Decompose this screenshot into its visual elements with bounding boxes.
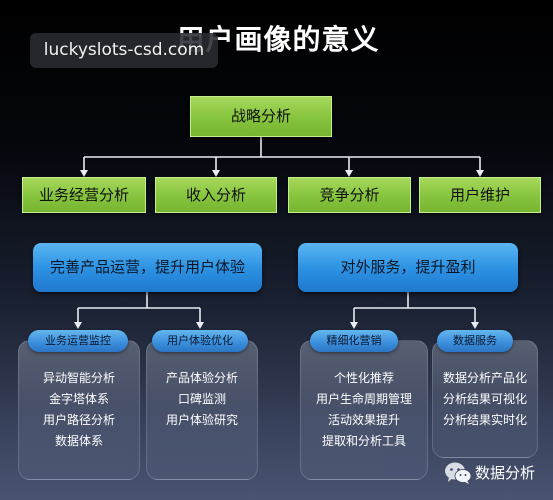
arrowhead <box>345 170 353 177</box>
list-item: 分析结果实时化 <box>442 413 527 427</box>
arrowhead <box>196 322 204 329</box>
list-item: 提取和分析工具 <box>321 434 406 448</box>
group-card <box>146 340 258 480</box>
watermark: luckyslots-csd.com <box>30 33 218 68</box>
group-label-ops-monitoring: 业务运营监控 <box>28 330 128 352</box>
level1-node-competition: 竞争分析 <box>288 177 411 213</box>
list-item: 个性化推荐 <box>333 371 394 385</box>
list-item: 异动智能分析 <box>42 371 115 385</box>
list-item: 用户体验研究 <box>165 413 238 427</box>
goal-node-product-ops: 完善产品运营，提升用户体验 <box>33 243 262 292</box>
wechat-icon <box>445 462 472 484</box>
group-label-data-service: 数据服务 <box>437 330 513 352</box>
arrowhead <box>212 170 220 177</box>
item-list: 异动智能分析 金字塔体系 用户路径分析 数据体系 <box>18 368 140 452</box>
list-item: 金字塔体系 <box>48 392 109 406</box>
list-item: 数据分析产品化 <box>442 371 527 385</box>
list-item: 产品体验分析 <box>165 371 238 385</box>
item-list: 数据分析产品化 分析结果可视化 分析结果实时化 <box>432 368 538 431</box>
arrowhead <box>471 322 479 329</box>
item-list: 个性化推荐 用户生命周期管理 活动效果提升 提取和分析工具 <box>300 368 428 452</box>
item-list: 产品体验分析 口碑监测 用户体验研究 <box>146 368 258 431</box>
list-item: 用户路径分析 <box>42 413 115 427</box>
footer-brand: 数据分析 <box>475 464 536 482</box>
goal-node-external-service: 对外服务，提升盈利 <box>298 243 518 292</box>
arrowhead <box>350 322 358 329</box>
arrowhead <box>476 170 484 177</box>
root-node: 战略分析 <box>190 96 332 137</box>
level1-node-user-retention: 用户维护 <box>419 177 541 213</box>
list-item: 活动效果提升 <box>327 413 400 427</box>
arrowhead <box>80 170 88 177</box>
list-item: 分析结果可视化 <box>442 392 527 406</box>
level1-node-business: 业务经营分析 <box>22 177 146 213</box>
group-card <box>300 340 428 480</box>
list-item: 数据体系 <box>54 434 103 448</box>
list-item: 口碑监测 <box>177 392 226 406</box>
group-label-ux-optimization: 用户体验优化 <box>152 330 248 352</box>
group-card <box>18 340 140 480</box>
group-label-precision-marketing: 精细化营销 <box>310 330 398 352</box>
arrowhead <box>74 322 82 329</box>
group-card <box>432 340 538 458</box>
level1-node-revenue: 收入分析 <box>155 177 277 213</box>
list-item: 用户生命周期管理 <box>315 392 412 406</box>
